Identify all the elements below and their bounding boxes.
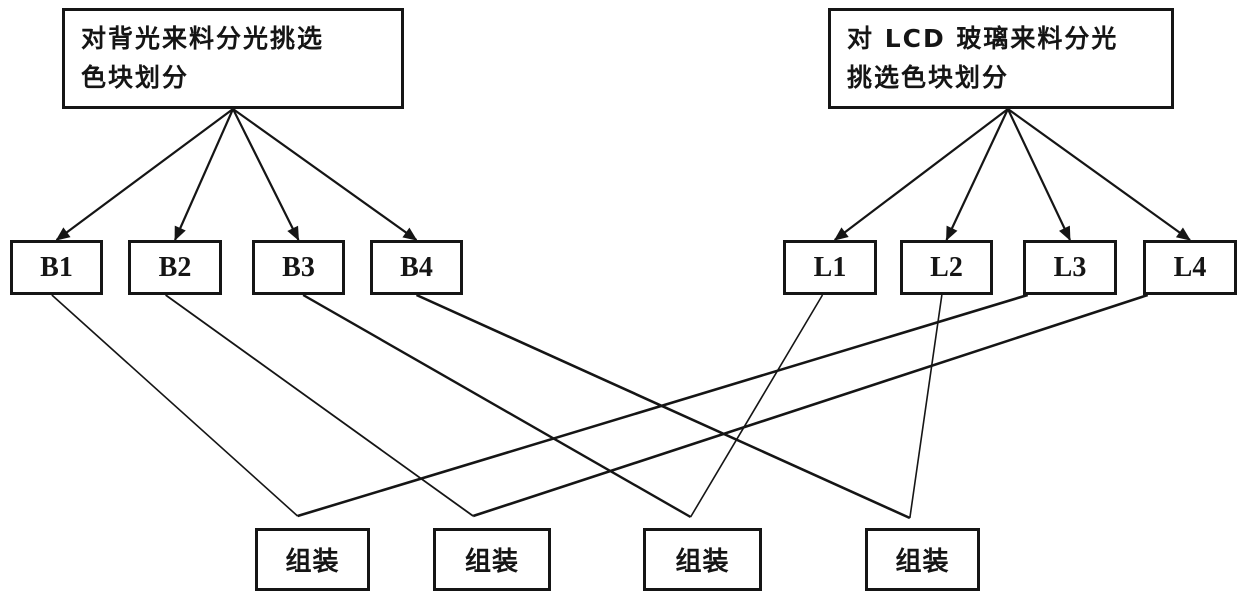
edge-SRC_B-B4: [232, 108, 418, 241]
bin-label: L2: [930, 251, 963, 283]
bin-box-b3: B3: [252, 240, 345, 295]
assembly-box-2: 组装: [433, 528, 551, 591]
assembly-label: 组装: [285, 547, 340, 577]
source-box-backlight-line2: 色块划分: [81, 63, 190, 92]
bin-label: B2: [158, 251, 192, 283]
bin-label: L1: [813, 251, 847, 283]
edge-SRC_L-L2: [945, 108, 1009, 241]
edge-L4-A2: [472, 293, 1149, 518]
bin-box-l2: L2: [900, 240, 993, 295]
bin-box-l4: L4: [1143, 240, 1237, 295]
assembly-box-3: 组装: [643, 528, 762, 591]
edge-B1-A1: [51, 294, 299, 517]
edge-B2-A2: [165, 294, 474, 517]
edge-SRC_L-L1: [833, 108, 1009, 241]
assembly-box-4: 组装: [865, 528, 980, 591]
edge-B3-A3: [302, 293, 692, 519]
bin-label: L3: [1053, 251, 1087, 283]
edge-SRC_L-L4: [1007, 108, 1191, 241]
bin-box-l3: L3: [1023, 240, 1117, 295]
edge-L3-A1: [297, 293, 1029, 518]
assembly-label: 组装: [895, 547, 950, 577]
bin-box-b2: B2: [128, 240, 222, 295]
bin-label: B3: [282, 251, 315, 283]
edge-SRC_B-B2: [173, 108, 235, 241]
edge-SRC_B-B1: [55, 108, 234, 241]
source-box-lcd-line2: 挑选色块划分: [847, 63, 1010, 92]
assembly-label: 组装: [464, 547, 519, 577]
source-box-backlight: 对背光来料分光挑选 色块划分: [62, 8, 404, 109]
bin-label: B4: [400, 251, 433, 283]
edge-L1-A3: [689, 294, 824, 518]
source-box-lcd: 对 LCD 玻璃来料分光 挑选色块划分: [828, 8, 1174, 109]
source-box-lcd-line1: 对 LCD 玻璃来料分光: [847, 24, 1119, 53]
assembly-box-1: 组装: [255, 528, 370, 591]
edge-SRC_B-B3: [232, 108, 300, 241]
edge-L2-A4: [909, 294, 943, 519]
assembly-label: 组装: [675, 547, 730, 577]
bin-box-b1: B1: [10, 240, 103, 295]
bin-box-b4: B4: [370, 240, 463, 295]
bin-label: L4: [1173, 251, 1207, 283]
source-box-backlight-line1: 对背光来料分光挑选: [81, 24, 325, 53]
bin-label: B1: [40, 251, 73, 283]
bin-box-l1: L1: [783, 240, 877, 295]
edge-SRC_L-L3: [1006, 108, 1071, 241]
